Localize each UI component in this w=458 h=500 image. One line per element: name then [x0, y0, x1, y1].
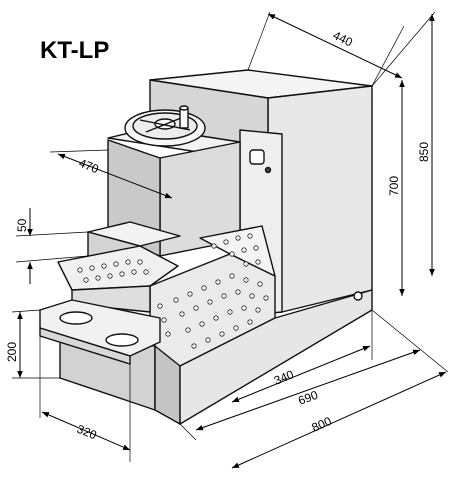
- dim-690: 690: [296, 388, 320, 408]
- slot-right-icon: [105, 333, 139, 347]
- dim-50: 50: [15, 218, 29, 232]
- dim-200: 200: [5, 342, 19, 362]
- dim-440: 440: [331, 28, 355, 50]
- dim-800: 800: [310, 414, 334, 435]
- dim-340: 340: [272, 367, 296, 388]
- perforation-holes: [77, 233, 269, 349]
- dim-470: 470: [77, 156, 101, 177]
- knob-icon: [353, 291, 363, 301]
- indicator-dot: [264, 166, 272, 174]
- dimension-lines: [11, 11, 449, 469]
- slot-left-icon: [59, 311, 93, 325]
- cabinet-front-face: [267, 85, 373, 313]
- dim-850: 850: [417, 142, 431, 162]
- machine-body: [39, 69, 373, 425]
- dim-700: 700: [387, 176, 401, 196]
- handwheel-icon: [124, 105, 206, 147]
- gauge-icon: [249, 149, 265, 165]
- model-title: KT-LP: [40, 37, 109, 64]
- dim-320: 320: [75, 422, 99, 443]
